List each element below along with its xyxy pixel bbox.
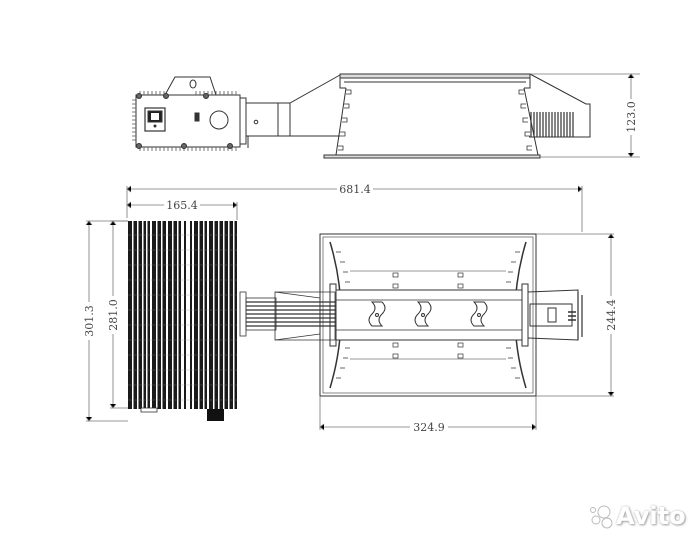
- dim-label-overall-length: 681.4: [339, 183, 371, 196]
- top-connector-arm: [239, 291, 336, 341]
- side-view: [132, 73, 591, 159]
- dim-label-ballast-height: 281.0: [107, 299, 120, 331]
- avito-logo-icon: [590, 505, 613, 529]
- side-connector-arm: [239, 74, 341, 148]
- dim-label-side-height: 123.0: [625, 101, 638, 133]
- watermark-text: Avito: [616, 502, 686, 530]
- top-reflector: [319, 233, 583, 397]
- side-reflector: [323, 73, 591, 159]
- dim-label-ballast-width: 165.4: [166, 199, 198, 212]
- side-ballast-housing: [132, 76, 241, 151]
- dim-label-reflector-height: 244.4: [605, 299, 618, 331]
- dim-label-overall-height: 301.3: [83, 305, 96, 337]
- dim-label-reflector-width: 324.9: [413, 421, 445, 434]
- top-ballast-heatsink: [128, 221, 237, 421]
- watermark: Avito: [588, 500, 692, 534]
- dim-ballast-width: [126, 201, 238, 220]
